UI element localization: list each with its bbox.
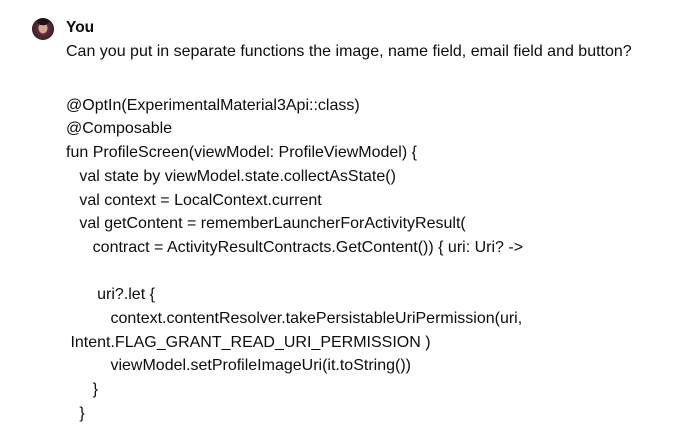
code-line: viewModel.setProfileImageUri(it.toString… <box>66 357 411 375</box>
code-line-blank <box>62 260 669 284</box>
code-line: val state by viewModel.state.collectAsSt… <box>66 167 396 185</box>
message-question-text: Can you put in separate functions the im… <box>66 43 632 60</box>
code-line: @OptIn(ExperimentalMaterial3Api::class) <box>66 96 360 114</box>
user-message: You Can you put in separate functions th… <box>32 16 669 426</box>
code-line: contract = ActivityResultContracts.GetCo… <box>66 238 524 256</box>
code-line: val context = LocalContext.current <box>66 191 322 209</box>
code-line: } <box>66 381 99 399</box>
code-line: context.contentResolver.takePersistableU… <box>66 310 523 328</box>
message-content: You Can you put in separate functions th… <box>66 16 669 426</box>
message-code-block: @OptIn(ExperimentalMaterial3Api::class) … <box>66 94 669 426</box>
code-line: Intent.FLAG_GRANT_READ_URI_PERMISSION ) <box>66 333 431 351</box>
code-line: val getContent = rememberLauncherForActi… <box>66 215 466 233</box>
code-line: fun ProfileScreen(viewModel: ProfileView… <box>66 144 417 162</box>
code-line: } <box>66 404 85 422</box>
message-author-label: You <box>66 19 95 36</box>
user-avatar-icon <box>32 18 54 40</box>
code-line: uri?.let { <box>66 286 155 304</box>
code-line: @Composable <box>66 120 173 138</box>
